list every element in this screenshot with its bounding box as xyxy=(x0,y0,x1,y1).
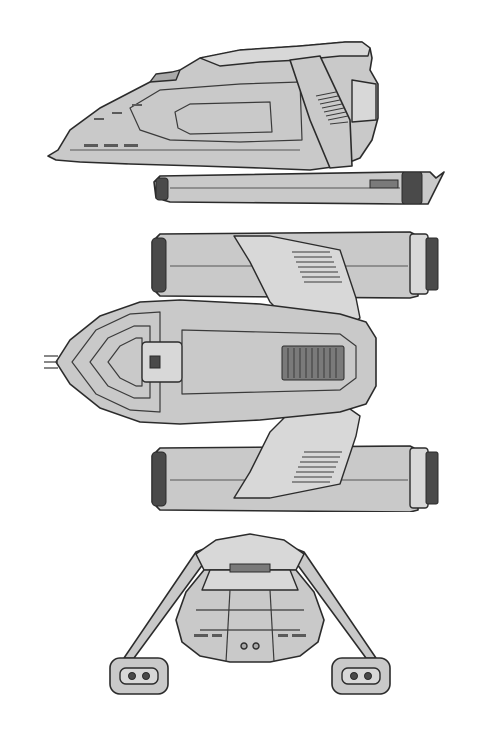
side-nacelle-grille xyxy=(369,179,399,189)
front-left-nacelle xyxy=(109,657,169,695)
front-top-grille xyxy=(229,563,271,573)
side-view xyxy=(47,41,445,205)
top-view xyxy=(44,231,439,512)
side-panel-outline xyxy=(129,81,303,143)
front-bottom-lights xyxy=(240,642,260,650)
top-grille xyxy=(281,345,345,381)
top-deck-panel xyxy=(181,329,357,395)
front-windows xyxy=(194,634,306,637)
top-upper-pylon xyxy=(233,235,361,333)
top-main-body xyxy=(55,299,377,425)
side-dorsal-ridge xyxy=(199,41,371,67)
side-windows xyxy=(84,104,142,147)
front-view xyxy=(109,533,391,695)
top-cockpit xyxy=(141,341,183,383)
side-inner-panel xyxy=(174,101,273,135)
top-lower-pylon xyxy=(233,401,361,499)
front-right-nacelle xyxy=(331,657,391,695)
side-strut xyxy=(289,55,353,169)
side-strut-vents xyxy=(315,91,349,125)
front-main-hull xyxy=(175,569,325,663)
top-lower-pylon-vents xyxy=(292,451,342,483)
front-upper-panel xyxy=(201,569,299,591)
top-nose-spikes xyxy=(44,355,58,369)
side-top-fin xyxy=(149,69,181,83)
side-nacelle-cap xyxy=(401,171,423,205)
side-rear-block xyxy=(351,79,377,123)
top-upper-pylon-vents xyxy=(292,251,342,283)
